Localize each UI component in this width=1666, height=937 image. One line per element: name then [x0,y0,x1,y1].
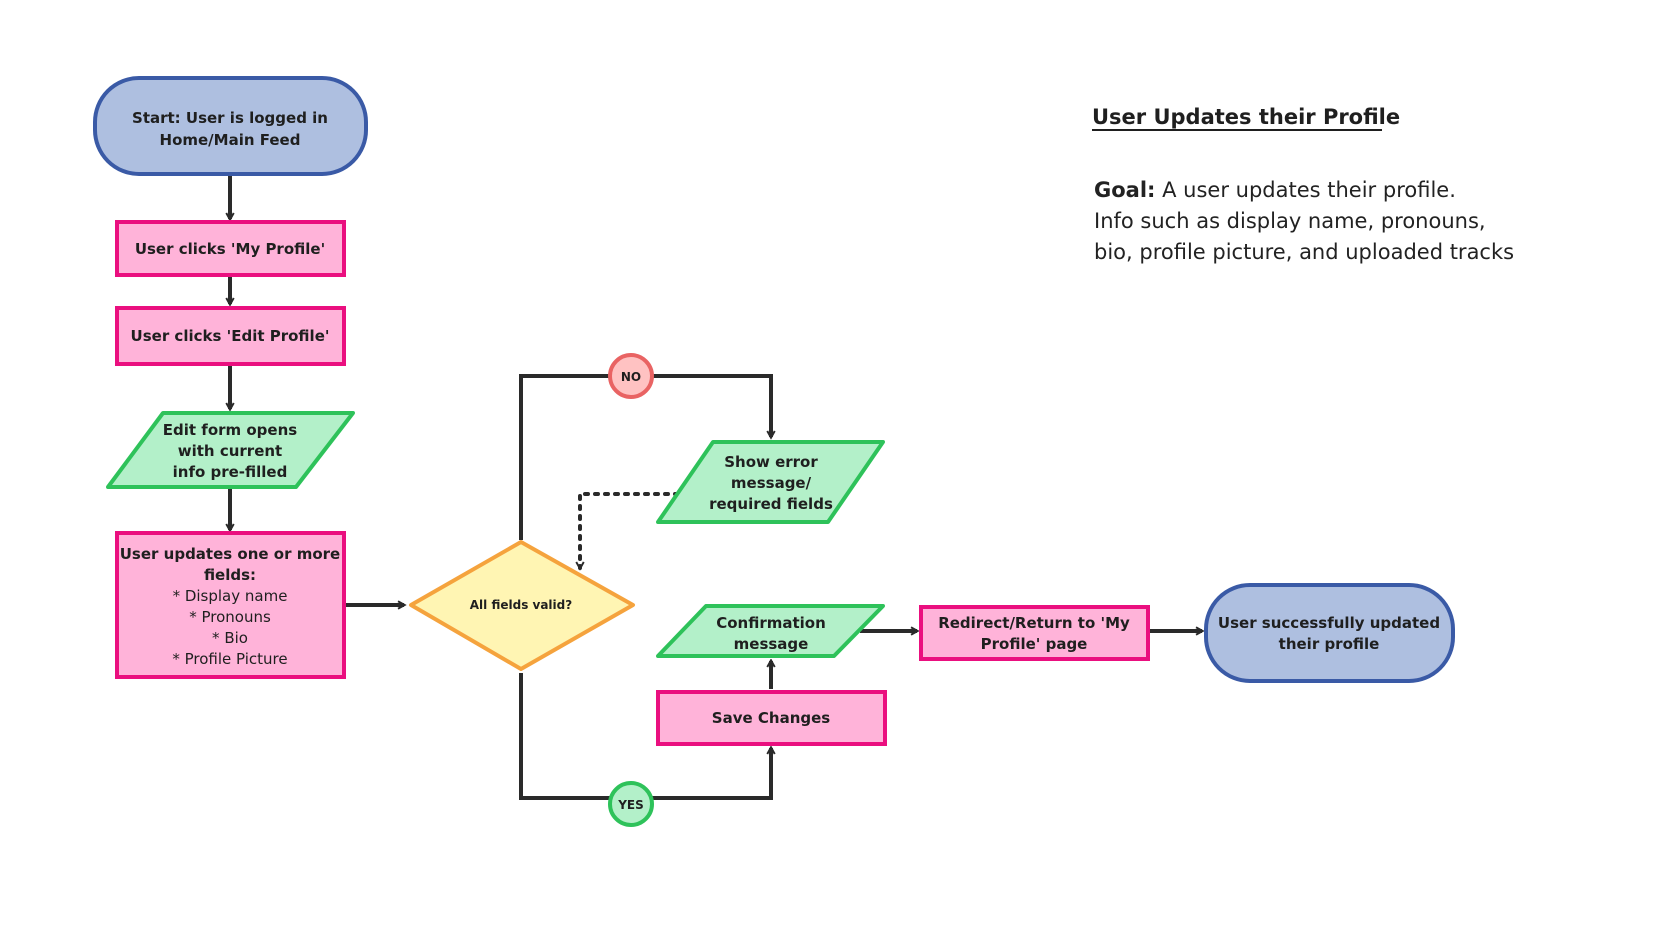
update-fields-item: * Pronouns [189,608,271,626]
my-profile-shape [115,220,346,277]
error-line1: Show error [724,453,818,471]
start-line1: Start: User is logged in [132,109,328,127]
goal-text: A user updates their profile. [1162,178,1456,202]
update-fields-item: * Profile Picture [172,650,287,668]
no-badge-label: NO [621,370,641,384]
my-profile-label: User clicks 'My Profile' [135,240,325,258]
edit-profile-node: User clicks 'Edit Profile' [115,306,346,366]
edit-form-line2: with current [178,442,282,460]
confirmation-line1: Confirmation [716,614,826,632]
edit-form-line1: Edit form opens [163,421,297,439]
error-node: Show error message/ required fields [656,440,885,524]
end-node: User successfully updated their profile [1204,583,1455,683]
update-fields-line1: User updates one or more [120,545,340,563]
goal-block: Goal: A user updates their profile. Info… [1094,178,1514,264]
yes-badge-shape [608,781,654,827]
start-shape [93,76,368,176]
no-badge-shape [608,353,654,399]
title-block: User Updates their Profile [1092,105,1400,131]
edit-profile-label: User clicks 'Edit Profile' [131,327,330,345]
error-line2: message/ [731,474,812,492]
diagram-title: User Updates their Profile [1092,105,1400,129]
yes-badge: YES [608,781,654,827]
no-badge: NO [608,353,654,399]
goal-line3: bio, profile picture, and uploaded track… [1094,240,1514,264]
save-label: Save Changes [712,709,830,727]
redirect-shape [919,605,1150,661]
start-node: Start: User is logged in Home/Main Feed [93,76,368,176]
goal-line2: Info such as display name, pronouns, [1094,209,1486,233]
my-profile-node: User clicks 'My Profile' [115,220,346,277]
update-fields-item: * Display name [173,587,288,605]
confirmation-shape [656,604,885,658]
redirect-node: Redirect/Return to 'My Profile' page [919,605,1150,661]
update-fields-node: User updates one or more fields: * Displ… [115,531,346,679]
start-line2: Home/Main Feed [160,131,301,149]
update-fields-shape [115,531,346,679]
edit-form-shape [106,411,355,489]
edit-form-line3: info pre-filled [173,463,288,481]
redirect-line1: Redirect/Return to 'My [938,614,1130,632]
connector-error-back-to-decision-dotted [580,492,680,568]
yes-badge-label: YES [617,798,644,812]
confirmation-node: Confirmation message [656,604,885,658]
end-line2: their profile [1279,635,1380,653]
save-node: Save Changes [656,690,887,746]
goal-line1: Goal: A user updates their profile. [1094,178,1456,202]
edit-profile-shape [115,306,346,366]
save-shape [656,690,887,746]
end-line1: User successfully updated [1218,614,1440,632]
end-shape [1204,583,1455,683]
confirmation-line2: message [734,635,809,653]
update-fields-line2: fields: [204,566,256,584]
decision-shape [409,540,635,671]
error-line3: required fields [709,495,833,513]
edit-form-node: Edit form opens with current info pre-fi… [106,411,355,489]
goal-label: Goal: [1094,178,1155,202]
error-shape [656,440,885,524]
decision-node: All fields valid? [409,540,635,671]
redirect-line2: Profile' page [981,635,1088,653]
decision-label: All fields valid? [470,598,572,612]
update-fields-item: * Bio [212,629,248,647]
